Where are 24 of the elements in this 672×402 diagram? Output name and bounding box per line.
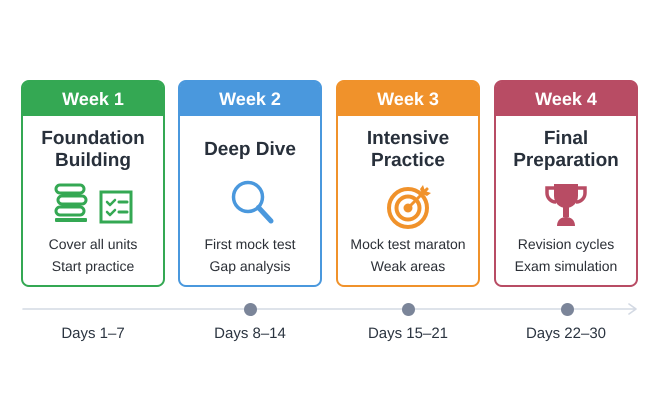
phase-title: Foundation Building [40,128,146,172]
phase-card [178,80,322,287]
phase-card [21,80,165,287]
task-text: Weak areas [370,258,446,274]
phase-title: Deep Dive [204,139,296,161]
week-header: Week 1 [23,82,163,116]
phase-card [336,80,480,287]
task-text: Cover all units [48,236,138,252]
day-range-label: Days 22–30 [526,325,606,343]
task-text: Mock test maraton [350,236,466,252]
week-header: Week 2 [180,82,320,116]
task-text: First mock test [204,236,296,252]
day-range-label: Days 1–7 [61,325,125,343]
task-text: Gap analysis [210,258,290,274]
day-range-label: Days 15–21 [368,325,448,343]
phase-card [494,80,638,287]
week-header: Week 4 [496,82,636,116]
day-range-label: Days 8–14 [214,325,286,343]
week-header: Week 3 [338,82,478,116]
task-text: Revision cycles [518,236,614,252]
phase-title: Final Preparation [512,128,620,172]
task-text: Exam simulation [514,258,618,274]
task-text: Start practice [52,258,134,274]
phase-title: Intensive Practice [366,128,450,172]
